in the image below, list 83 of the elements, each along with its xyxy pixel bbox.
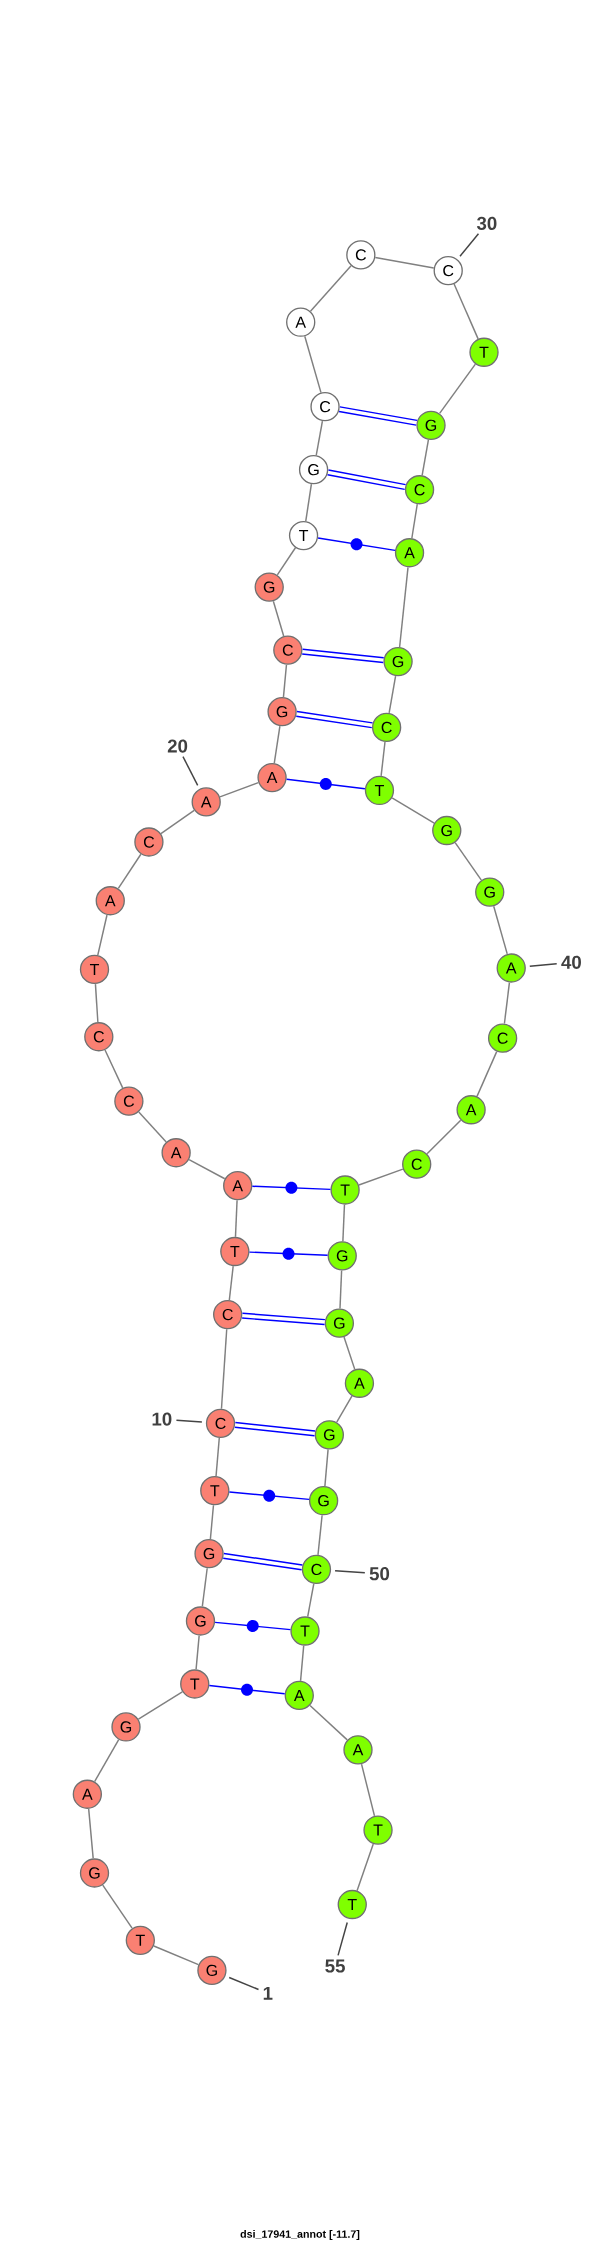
backbone-line	[380, 741, 386, 777]
backbone-line	[160, 809, 195, 835]
backbone-line	[374, 256, 435, 269]
backbone-line	[273, 725, 281, 764]
backbone-line	[356, 1843, 374, 1892]
backbone-line	[476, 1050, 498, 1098]
backbone-line	[309, 265, 352, 312]
base-pair-line	[301, 648, 385, 664]
backbone-line	[421, 439, 430, 477]
base-pair-line	[338, 406, 418, 426]
base-pair-line	[326, 469, 407, 491]
backbone-line	[195, 1634, 200, 1671]
backbone-line	[343, 1336, 356, 1371]
position-number: 10	[152, 1412, 172, 1426]
leader-line	[459, 232, 480, 257]
backbone-line	[188, 1158, 226, 1180]
backbone-line	[94, 983, 99, 1023]
backbone-line	[358, 1168, 404, 1186]
backbone-line	[209, 1504, 215, 1540]
backbone-line	[97, 914, 108, 956]
caption: dsi_17941_annot [-11.7]	[240, 2230, 360, 2240]
base-pair-line	[317, 537, 396, 552]
backbone-line	[272, 600, 285, 637]
base-pair-line	[214, 1620, 292, 1632]
position-number: 40	[561, 955, 581, 969]
backbone-line	[342, 1203, 346, 1242]
backbone-line	[137, 1691, 184, 1720]
backbone-line	[309, 1704, 348, 1741]
position-number: 1	[263, 1986, 273, 2000]
backbone-line	[315, 420, 324, 456]
backbone-line	[339, 1269, 343, 1310]
backbone-line	[234, 1199, 238, 1238]
backbone-line	[454, 841, 483, 881]
position-number: 20	[167, 739, 188, 753]
backbone-line	[503, 981, 511, 1025]
backbone-line	[360, 1763, 376, 1817]
backbone-line	[306, 1583, 315, 1618]
backbone-line	[104, 1049, 124, 1089]
leader-line	[175, 1419, 203, 1423]
base-pair-line	[285, 778, 366, 790]
base-pair-line	[295, 710, 374, 729]
backbone-line	[117, 853, 142, 890]
backbone-line	[426, 1119, 462, 1155]
backbone-line	[438, 363, 477, 415]
backbone-line	[388, 675, 397, 714]
base-pair-line	[241, 1312, 326, 1326]
backbone-line	[215, 1437, 220, 1477]
leader-line	[529, 962, 558, 967]
backbone-line	[220, 1328, 228, 1410]
base-pair-line	[228, 1489, 310, 1502]
leader-line	[182, 755, 199, 787]
backbone-line	[153, 1945, 200, 1966]
position-number: 30	[476, 216, 497, 230]
base-pair-line	[234, 1421, 316, 1437]
backbone-line	[493, 905, 508, 955]
backbone-line	[304, 335, 322, 394]
backbone-line	[324, 1448, 329, 1487]
position-number: 50	[369, 1567, 390, 1581]
base-pair-line	[251, 1181, 332, 1194]
backbone-line	[138, 1111, 167, 1143]
backbone-line	[87, 1808, 94, 1860]
backbone-line	[228, 1265, 234, 1301]
backbone-line	[336, 1395, 353, 1423]
leader-line	[334, 1569, 366, 1574]
backbone-line	[398, 566, 409, 648]
backbone-line	[305, 483, 313, 522]
base-pair-line	[222, 1552, 304, 1571]
base-pair-line	[248, 1247, 329, 1260]
backbone-line	[282, 664, 288, 698]
backbone-line	[411, 503, 418, 539]
backbone-line	[299, 1644, 305, 1682]
backbone-line	[317, 1514, 323, 1556]
backbone-line	[276, 547, 297, 576]
leader-line	[337, 1921, 348, 1957]
position-number: 55	[325, 1959, 345, 1973]
leader-line	[228, 1976, 260, 1991]
backbone-line	[102, 1884, 133, 1929]
backbone-line	[391, 797, 435, 824]
base-pair-line	[208, 1683, 286, 1696]
backbone-line	[453, 283, 479, 340]
backbone-line	[201, 1567, 208, 1608]
backbone-line	[93, 1738, 120, 1783]
backbone-line	[219, 781, 260, 798]
